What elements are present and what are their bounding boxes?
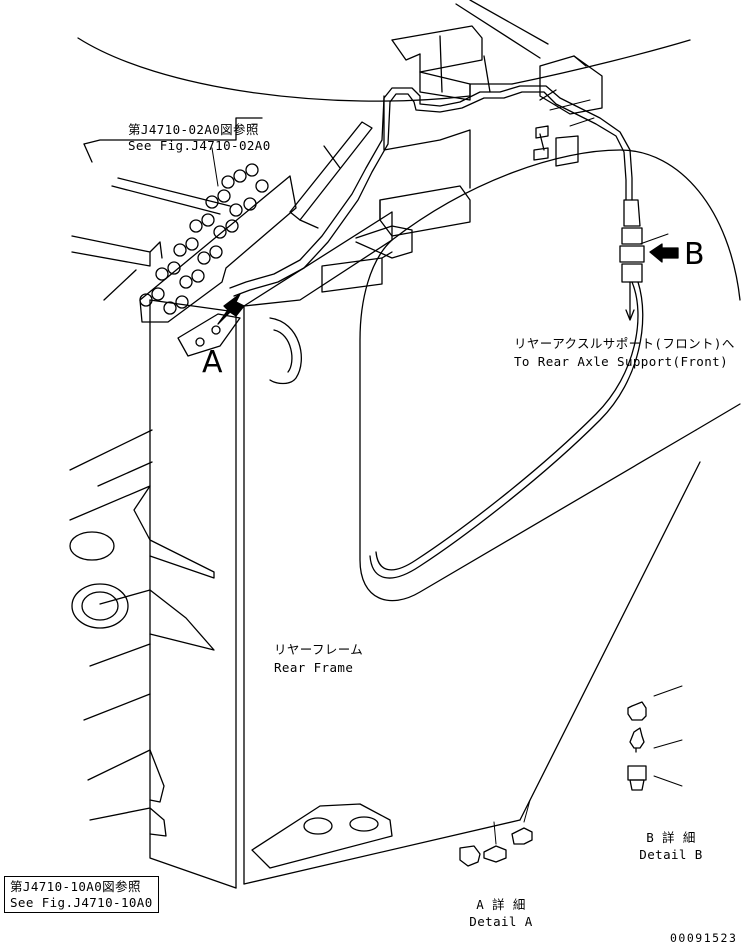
ref-top-jp: 第J4710-02A0図参照 bbox=[128, 122, 259, 137]
ref-top-en: See Fig.J4710-02A0 bbox=[128, 138, 271, 153]
to-rear-axle-jp: リヤーアクスルサポート(フロント)へ bbox=[514, 336, 735, 351]
to-rear-axle-en: To Rear Axle Support(Front) bbox=[514, 354, 728, 369]
ref-bottom-en: See Fig.J4710-10A0 bbox=[10, 895, 153, 910]
leader-lines bbox=[211, 99, 683, 845]
view-arrow-b bbox=[649, 243, 679, 263]
ref-bottom-box: 第J4710-10A0図参照 See Fig.J4710-10A0 bbox=[4, 876, 159, 913]
detail-b-en: Detail B bbox=[639, 847, 703, 862]
grease-manifold-block bbox=[139, 163, 297, 357]
machine-body-outline bbox=[77, 0, 691, 163]
mounting-bolt bbox=[533, 125, 549, 161]
ref-bottom-jp: 第J4710-10A0図参照 bbox=[10, 879, 141, 894]
detail-a-jp: A 詳 細 bbox=[476, 897, 526, 912]
grease-line-top bbox=[229, 85, 633, 297]
rear-frame-en: Rear Frame bbox=[274, 660, 354, 675]
fitting-b-assembly bbox=[619, 199, 645, 321]
grease-line-to-axle bbox=[369, 281, 644, 579]
loader-arm-structure bbox=[69, 177, 231, 837]
drawing-number: 00091523 bbox=[670, 931, 738, 945]
detail-b-fittings bbox=[627, 701, 647, 791]
view-marker-a: A bbox=[202, 345, 223, 380]
detail-a-fittings bbox=[459, 827, 533, 867]
view-marker-b: B bbox=[684, 237, 705, 272]
fender-bracket bbox=[289, 25, 603, 229]
detail-a-en: Detail A bbox=[469, 914, 533, 929]
rear-frame-jp: リヤーフレーム bbox=[274, 642, 364, 657]
view-arrow-a bbox=[217, 293, 245, 325]
detail-b-jp: B 詳 細 bbox=[646, 830, 696, 845]
rear-frame-plate bbox=[149, 135, 741, 889]
